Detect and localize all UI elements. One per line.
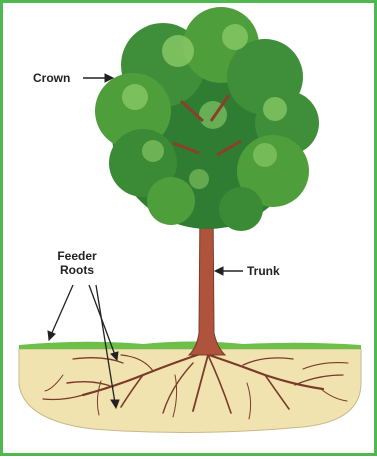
crown-label: Crown — [33, 71, 70, 85]
feeder-roots-label-line1: Feeder — [55, 249, 99, 263]
arrow-right-icon — [83, 74, 113, 82]
soil-area — [19, 349, 361, 433]
crown-foliage — [95, 7, 319, 231]
feeder-roots-label-line2: Roots — [55, 263, 99, 277]
grass-line — [19, 342, 361, 350]
trunk-label: Trunk — [247, 264, 280, 278]
arrow-left-icon — [215, 267, 243, 275]
feeder-roots-label: Feeder Roots — [55, 249, 99, 277]
